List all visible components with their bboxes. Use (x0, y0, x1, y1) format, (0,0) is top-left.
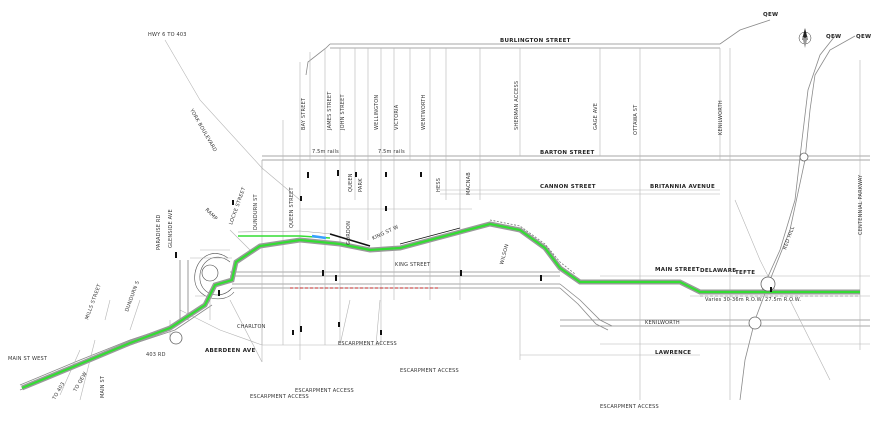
label-403rd: 403 RD (146, 352, 166, 358)
north-arrow-icon (798, 28, 812, 48)
label-james: JAMES STREET (327, 91, 333, 131)
label-hess: HESS (436, 178, 442, 192)
label-burlington: BURLINGTON STREET (500, 38, 571, 44)
label-escarp1: ESCARPMENT ACCESS (338, 341, 397, 347)
label-tefte: TEFTE (735, 270, 755, 276)
interchange-nodes (169, 152, 809, 345)
label-lawrence: LAWRENCE (655, 350, 691, 356)
label-kenilworth-n: KENILWORTH (718, 100, 724, 135)
label-qew3: QEW (856, 34, 871, 40)
label-bike1: 7.5m rails (378, 149, 405, 155)
label-ramp: RAMP (204, 207, 219, 222)
vertical-street-labels: BAY STREET JAMES STREET JOHN STREET WELL… (51, 81, 864, 402)
label-delaware: DELAWARE (700, 268, 736, 274)
label-king: KING STREET (395, 262, 431, 268)
label-qew1: QEW (763, 12, 778, 18)
label-york: YORK BOULEVARD (188, 107, 218, 153)
label-paradise: PARADISE RD (156, 214, 162, 250)
route-line (21, 222, 860, 390)
street-grid (19, 19, 870, 401)
street-labels: BURLINGTON STREET BARTON STREET CANNON S… (8, 12, 871, 410)
label-centennial: CENTENNIAL PARKWAY (858, 174, 864, 235)
label-row2: 27.5m R.O.W. (765, 297, 801, 303)
signal-markers (175, 170, 772, 335)
label-queen-s: QUEEN (348, 173, 354, 192)
label-glenside: GLENSIDE AVE (168, 209, 174, 248)
route-alignment (21, 219, 860, 391)
label-gage: GAGE AVE (593, 103, 599, 130)
label-victoria: VICTORIA (394, 104, 400, 130)
label-main: MAIN STREET (655, 267, 700, 273)
label-hwy6: HWY 6 TO 403 (148, 32, 187, 38)
label-britannia: BRITANNIA AVENUE (650, 184, 715, 190)
label-bike2: 7.5m rails (312, 149, 339, 155)
label-mills: MILLS STREET (84, 283, 103, 321)
label-dundurn-s: DUNDURN S (124, 280, 141, 313)
label-sherman: SHERMAN ACCESS (514, 81, 520, 130)
label-escarp2: ESCARPMENT ACCESS (400, 368, 459, 374)
label-ottawa: OTTAWA ST (633, 104, 639, 135)
label-aberdeen: ABERDEEN AVE (205, 348, 256, 354)
label-charlton: CHARLTON (237, 324, 266, 330)
label-gord: GORDON (346, 221, 352, 245)
label-wilson: WILSON (499, 243, 510, 265)
label-to-qew: TO QEW (72, 371, 89, 394)
label-escarp5: ESCARPMENT ACCESS (600, 404, 659, 410)
label-macnab: MACNAB (466, 172, 472, 195)
label-cannon: CANNON STREET (540, 184, 596, 190)
label-queen: QUEEN STREET (289, 187, 295, 228)
interchange-loop (179, 249, 235, 320)
label-king-w: KING ST W (371, 224, 399, 241)
label-dundurn: DUNDURN ST (253, 193, 259, 230)
label-barton: BARTON STREET (540, 150, 595, 156)
label-qew2: QEW (826, 34, 841, 40)
label-main-lbl: MAIN ST (100, 375, 106, 398)
label-escarp4: ESCARPMENT ACCESS (295, 388, 354, 394)
label-locke: LOCKE STREET (228, 186, 247, 226)
label-row1: Varies 30-36m R.O.W. (705, 297, 763, 303)
label-bay: BAY STREET (301, 97, 307, 130)
label-main-w: MAIN ST WEST (8, 356, 48, 362)
label-kenilworth: KENILWORTH (645, 320, 680, 326)
label-to-403: TO 403 (51, 381, 66, 402)
label-john: JOHN STREET (340, 93, 346, 131)
label-wellington: WELLINGTON (374, 95, 380, 130)
label-wentworth: WENTWORTH (421, 94, 427, 130)
label-redhill: RED HILL (782, 226, 796, 251)
label-park: PARK (358, 178, 364, 192)
label-escarp3: ESCARPMENT ACCESS (250, 394, 309, 400)
